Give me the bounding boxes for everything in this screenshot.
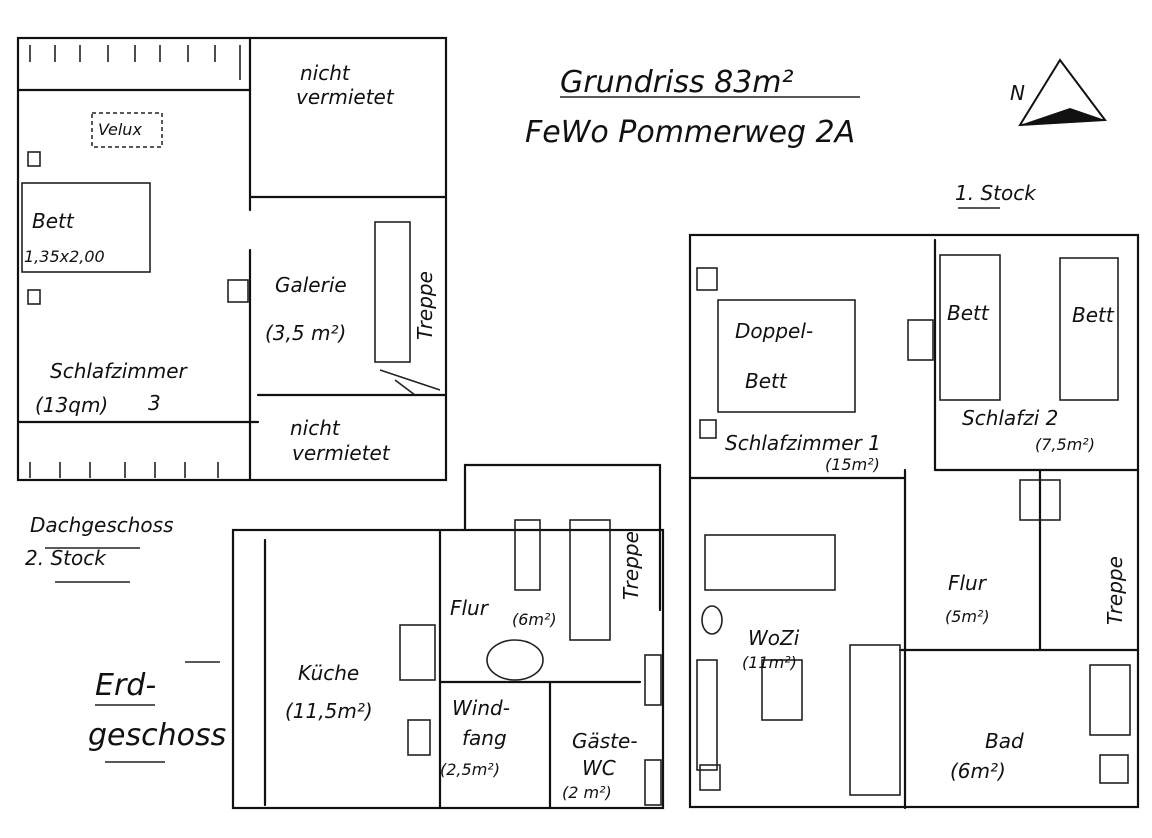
attic-bed-size: 1,35x2,00 [24, 247, 105, 266]
ground-stairs-label: Treppe [619, 531, 643, 600]
first-floor-label: 1. Stock [955, 181, 1037, 205]
double-bed-label: Bett [745, 369, 788, 393]
not-rented-label: vermietet [292, 441, 391, 465]
kitchen-label: Küche [298, 661, 359, 685]
not-rented-label: vermietet [296, 85, 395, 109]
attic-floor-sublabel: 2. Stock [25, 546, 107, 570]
first-stairs-label: Treppe [1103, 556, 1127, 625]
vestibule-area: (2,5m²) [440, 760, 500, 779]
ground-floor-label: Erd- [95, 668, 156, 703]
svg-text:N: N [1010, 81, 1025, 105]
attic-floor-label: Dachgeschoss [30, 513, 174, 537]
north-arrow-icon: N [1010, 58, 1107, 127]
living-room-label: WoZi [748, 626, 800, 650]
double-bed-label: Doppel- [735, 319, 813, 343]
bedroom1-label: Schlafzimmer 1 [725, 431, 881, 455]
bedroom3-area: (13qm) [35, 393, 108, 417]
first-hall-label: Flur [948, 571, 988, 595]
first-hall-area: (5m²) [945, 607, 990, 626]
attic-floor: Velux Bett 1,35x2,00 nicht vermietet Gal… [16, 36, 448, 583]
bedroom3-number: 3 [148, 391, 161, 415]
title-block: Grundriss 83m² FeWo Pommerweg 2A [525, 65, 860, 150]
kitchen-area: (11,5m²) [285, 699, 373, 723]
attic-bed-label: Bett [32, 209, 75, 233]
velux-label: Velux [98, 120, 142, 139]
vestibule-label: Wind- [452, 696, 510, 720]
title-line-1: Grundriss 83m² [560, 65, 794, 100]
living-room-area: (11m²) [742, 653, 797, 672]
gallery-label: Galerie [275, 273, 347, 297]
bedroom2-label: Schlafzi 2 [962, 406, 1058, 430]
vestibule-label: fang [462, 726, 507, 750]
bedroom2-area: (7,5m²) [1035, 435, 1095, 454]
title-line-2: FeWo Pommerweg 2A [525, 115, 855, 150]
bedroom3-label: Schlafzimmer [50, 359, 189, 383]
bath-label: Bad [985, 729, 1024, 753]
ground-floor: Flur (6m²) Treppe Küche (11,5m²) Wind- f… [88, 463, 665, 810]
gallery-area: (3,5 m²) [265, 321, 346, 345]
ground-floor-label: geschoss [88, 718, 226, 753]
bath-area: (6m²) [950, 759, 1006, 783]
first-floor: 1. Stock Doppel- Bett Bett Bett Schlafzi… [688, 181, 1140, 810]
wc-area: (2 m²) [562, 783, 612, 802]
wc-label: Gäste- [572, 729, 638, 753]
not-rented-label: nicht [300, 61, 351, 85]
ground-hall-area: (6m²) [512, 610, 557, 629]
attic-stairs-label: Treppe [413, 271, 437, 340]
ground-hall-label: Flur [450, 596, 490, 620]
bed-label: Bett [1072, 303, 1115, 327]
wc-label: WC [582, 756, 616, 780]
not-rented-label: nicht [290, 416, 341, 440]
bedroom1-area: (15m²) [825, 455, 880, 474]
bed-label: Bett [947, 301, 990, 325]
